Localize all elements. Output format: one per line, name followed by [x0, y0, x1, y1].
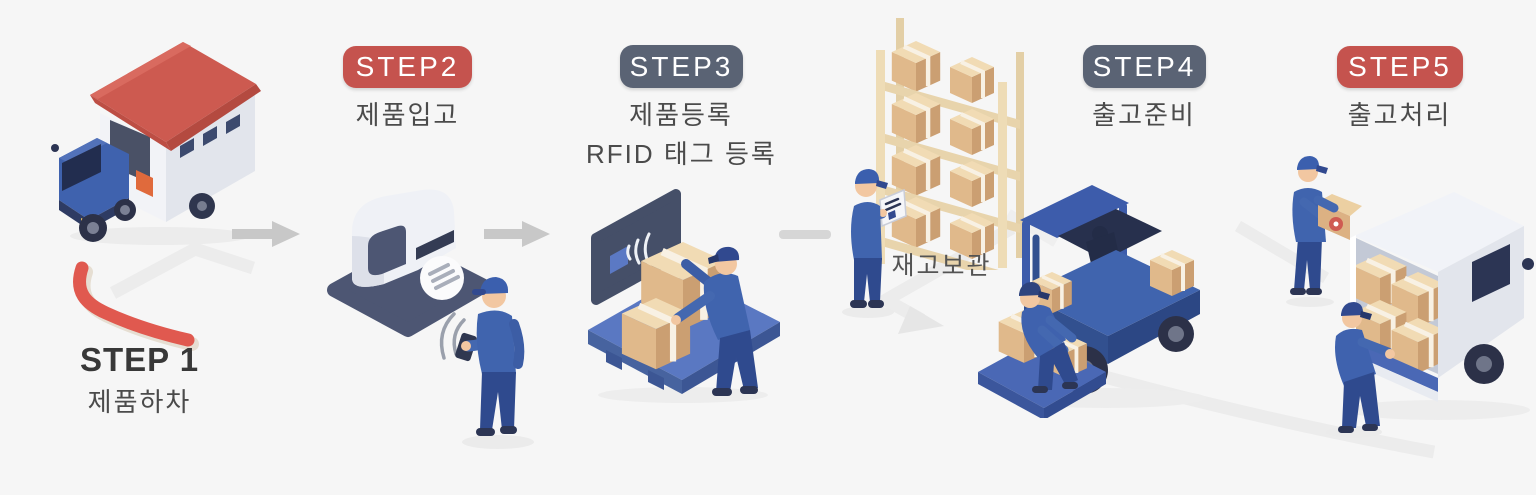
- arrow-step1-step2-icon: [232, 221, 300, 247]
- step1-label: 제품하차: [87, 387, 192, 417]
- step3-badge: STEP3: [620, 45, 743, 88]
- step1-title: STEP 1: [79, 341, 200, 378]
- pallet-rfid-panel-illustration: [588, 189, 780, 403]
- step4-badge: STEP4: [1083, 45, 1206, 88]
- step3-label-1: 제품등록: [629, 100, 733, 130]
- step3-label-2: RFID 태그 등록: [586, 139, 777, 169]
- forklift-illustration: [978, 185, 1206, 418]
- storage-label: 재고보관: [891, 252, 992, 280]
- red-ramp-illustration: [73, 261, 199, 351]
- step2-label: 제품입고: [355, 100, 460, 130]
- route-path-step1: [109, 241, 256, 299]
- delivery-truck-illustration: [51, 42, 261, 245]
- loading-truck-illustration: [1286, 156, 1534, 438]
- worker-clipboard-illustration: [842, 169, 907, 318]
- dash-step3-storage: [779, 230, 831, 239]
- wifi-waves-icon: [439, 312, 466, 360]
- step5-badge: STEP5: [1337, 46, 1463, 88]
- worker-cap: [714, 246, 740, 262]
- rack-shelves-and-boxes: [878, 41, 1020, 270]
- step2-badge: STEP2: [343, 46, 472, 88]
- step5-label: 출고처리: [1347, 100, 1452, 130]
- rfid-signal-icon: [428, 263, 460, 290]
- worker-cap: [855, 169, 880, 184]
- worker-handheld-illustration: [439, 277, 534, 449]
- worker-cap: [1297, 156, 1320, 170]
- arrow-step2-step3-icon: [484, 221, 550, 247]
- storage-rack-illustration: [876, 18, 1024, 270]
- step4-label: 출고준비: [1092, 100, 1196, 130]
- worker-cap: [480, 277, 509, 294]
- worker-cap: [1341, 302, 1364, 316]
- worker-cap: [1019, 282, 1042, 296]
